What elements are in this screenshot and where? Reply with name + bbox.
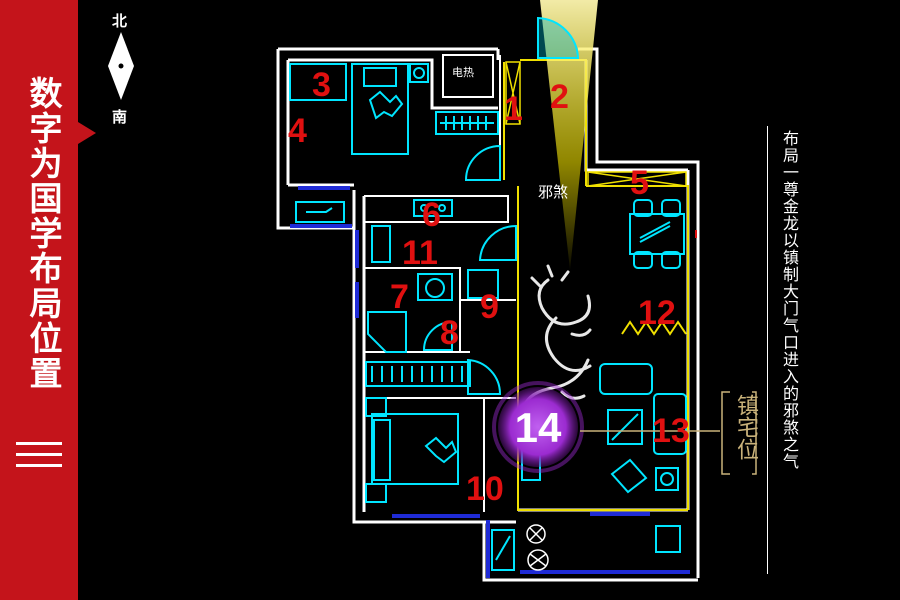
second-bed-icon xyxy=(371,413,459,485)
washbasin-icon xyxy=(467,269,499,299)
room-label-5: 5 xyxy=(630,164,649,202)
wardrobe-icon xyxy=(435,111,499,135)
shower-icon xyxy=(367,311,407,353)
dining-table-icon xyxy=(629,213,685,255)
desk-icon xyxy=(295,201,345,223)
sofa-long-icon xyxy=(653,393,687,455)
room-label-8: 8 xyxy=(440,314,459,352)
room-label-6: 6 xyxy=(422,196,441,234)
room-label-1: 1 xyxy=(504,90,523,128)
focus-position-number: 14 xyxy=(514,404,562,451)
room-label-2: 2 xyxy=(550,78,569,116)
room-label-11: 11 xyxy=(402,234,438,272)
lamp-icon xyxy=(409,63,429,83)
zhen-zhai-orb xyxy=(498,387,578,467)
compass-south-label: 南 xyxy=(112,108,128,126)
zigzag-decor xyxy=(621,320,687,336)
evil-qi-label: 邪煞 xyxy=(538,183,569,201)
zhen-zhai-label: 镇宅位 xyxy=(733,394,758,460)
coffee-table-icon xyxy=(607,409,643,445)
washing-machine-icon xyxy=(491,529,515,571)
armchair-icon xyxy=(610,458,648,494)
room-label-9: 9 xyxy=(480,288,499,326)
toilet-icon xyxy=(417,273,453,301)
plant-icon xyxy=(526,524,549,571)
side-divider xyxy=(767,126,768,574)
sink-icon xyxy=(413,199,453,217)
nightstand-icon xyxy=(365,397,387,417)
golden-dragon-icon xyxy=(522,264,592,408)
side-table-icon xyxy=(655,467,679,491)
banner-notch xyxy=(78,122,96,144)
compass-north-label: 北 xyxy=(112,12,128,30)
sofa-icon xyxy=(599,363,653,395)
windows xyxy=(290,186,690,578)
toilet-label: 电热 xyxy=(452,67,474,79)
fridge-icon xyxy=(371,225,391,263)
side-note: 布局一尊金龙以镇制大门气口进入的邪煞之气 xyxy=(780,130,799,470)
banner-title: 数字为国学布局位置 xyxy=(24,76,63,391)
master-bed-icon xyxy=(351,63,409,155)
compass-needle-icon xyxy=(108,32,134,100)
closet-icon xyxy=(365,361,471,387)
front-door-icon xyxy=(537,16,580,59)
banner-numeral-three xyxy=(14,434,64,470)
room-label-3: 3 xyxy=(312,66,331,104)
room-label-10: 10 xyxy=(466,470,504,508)
room-label-13: 13 xyxy=(652,412,690,450)
evil-qi-beam xyxy=(540,0,598,270)
room-label-12: 12 xyxy=(638,294,676,332)
dining-window-icon xyxy=(587,171,687,187)
entrance-cabinet-icon xyxy=(505,61,521,125)
room-label-4: 4 xyxy=(288,112,307,150)
zhen-bracket xyxy=(721,391,757,475)
title-banner xyxy=(0,0,78,600)
room-label-7: 7 xyxy=(390,278,409,316)
balcony-cabinet-icon xyxy=(655,525,681,553)
cyan-fixtures xyxy=(289,63,687,571)
